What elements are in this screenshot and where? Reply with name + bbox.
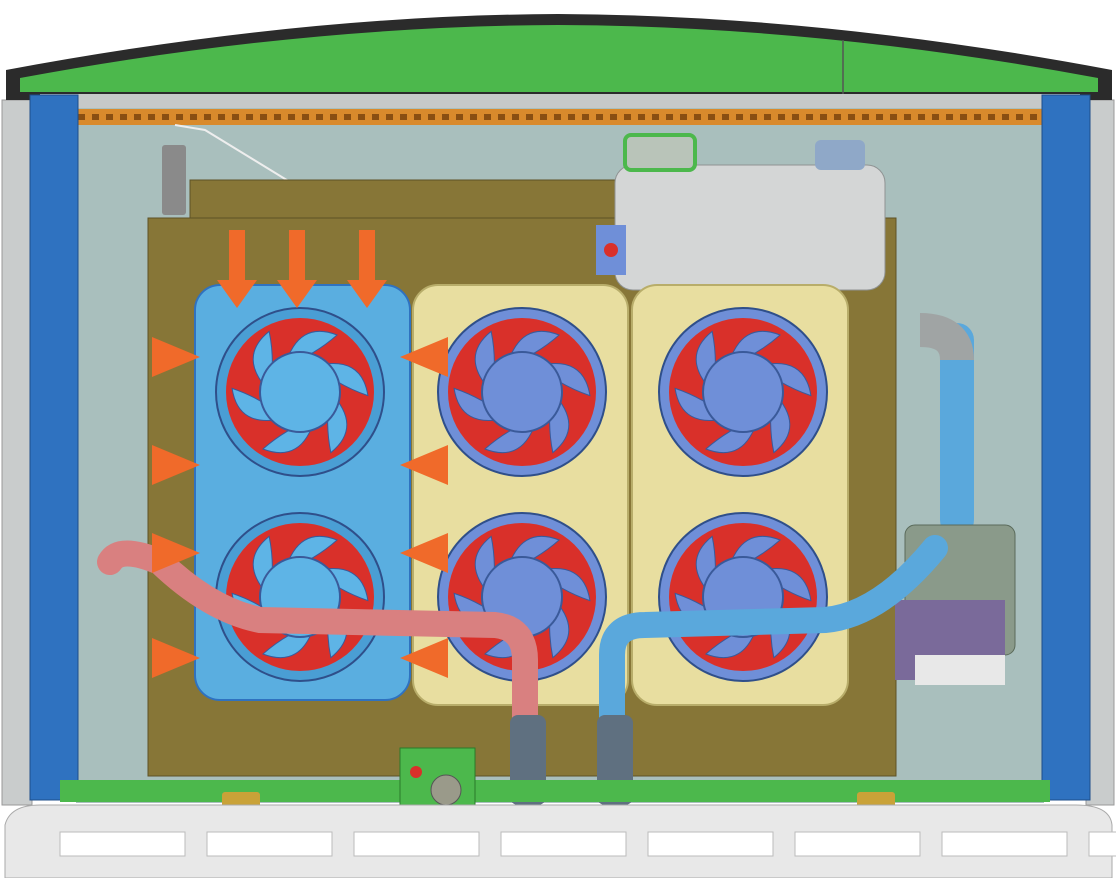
grille-slot	[941, 831, 1068, 857]
grille-slot	[59, 831, 186, 857]
tank-cap-blue	[815, 140, 865, 170]
fan-hub	[259, 351, 341, 433]
grille-slot	[794, 831, 921, 857]
tank-bracket-bolt	[604, 243, 618, 257]
tank-cap-green	[623, 133, 697, 172]
fan-hub	[702, 351, 784, 433]
fan-icon	[215, 512, 385, 682]
grille-slot	[500, 831, 627, 857]
grille-slot	[206, 831, 333, 857]
airflow-arrow-icon	[400, 337, 448, 377]
hot-pipe	[97, 540, 538, 733]
grille-slot	[1088, 831, 1116, 857]
airflow-arrow-icon	[347, 230, 387, 308]
expansion-tank	[614, 164, 886, 291]
airflow-arrow-icon	[400, 638, 448, 678]
grille-slots	[59, 831, 1116, 857]
pipe-elbow	[919, 313, 974, 362]
left-side-panel	[1, 99, 33, 806]
airflow-arrow-icon	[277, 230, 317, 308]
airflow-arrow-icon	[152, 533, 200, 573]
junction-box-bolt	[410, 766, 422, 778]
right-side-panel	[1085, 99, 1115, 806]
airflow-arrow-icon	[400, 533, 448, 573]
bottom-green-rail	[60, 780, 1050, 802]
top-rail	[40, 94, 1080, 108]
right-post	[1041, 94, 1091, 801]
fan-icon	[658, 307, 828, 477]
fan-icon	[437, 307, 607, 477]
fan-icon	[215, 307, 385, 477]
left-post	[29, 94, 79, 801]
cold-pipe	[599, 535, 948, 733]
filter-base	[915, 655, 1005, 685]
airflow-arrow-icon	[400, 445, 448, 485]
top-cap-green	[20, 25, 1098, 92]
grille-slot	[353, 831, 480, 857]
airflow-arrow-icon	[217, 230, 257, 308]
fan-icon	[658, 512, 828, 682]
junction-box-gland	[430, 774, 462, 806]
airflow-arrow-icon	[152, 638, 200, 678]
airflow-arrow-icon	[152, 445, 200, 485]
fan-hub	[481, 351, 563, 433]
airflow-arrow-icon	[152, 337, 200, 377]
grille-slot	[647, 831, 774, 857]
cable-gland	[162, 145, 186, 215]
airflow-arrows	[152, 230, 448, 678]
